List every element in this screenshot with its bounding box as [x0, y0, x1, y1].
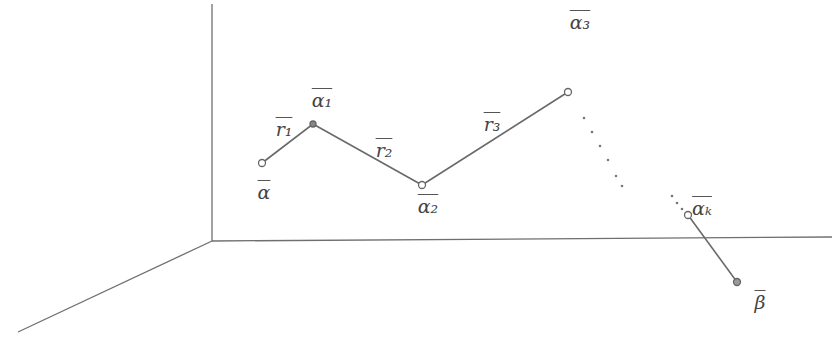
path-points — [259, 89, 741, 286]
y-axis — [212, 237, 832, 241]
vector-label: α₂ — [417, 195, 439, 218]
point — [259, 160, 266, 167]
last-segment — [688, 215, 737, 282]
polyline — [262, 92, 737, 282]
vector-label: r₂ — [375, 139, 394, 162]
z-axis — [211, 4, 212, 241]
point — [685, 212, 692, 219]
point — [419, 182, 426, 189]
vector-label: αₖ — [691, 197, 713, 220]
point — [565, 89, 572, 96]
point — [310, 121, 316, 127]
vector-label: r₃ — [483, 113, 502, 136]
vector-label: α — [257, 181, 272, 204]
x-axis — [18, 241, 212, 332]
vector-label: α₁ — [311, 89, 333, 112]
vector-label: α₃ — [569, 11, 591, 34]
continuation-dots — [583, 117, 684, 211]
segments — [262, 92, 568, 185]
coordinate-axes — [18, 4, 832, 332]
point — [734, 279, 741, 286]
vector-label: β — [754, 291, 767, 314]
vector-label: r₁ — [275, 118, 294, 141]
